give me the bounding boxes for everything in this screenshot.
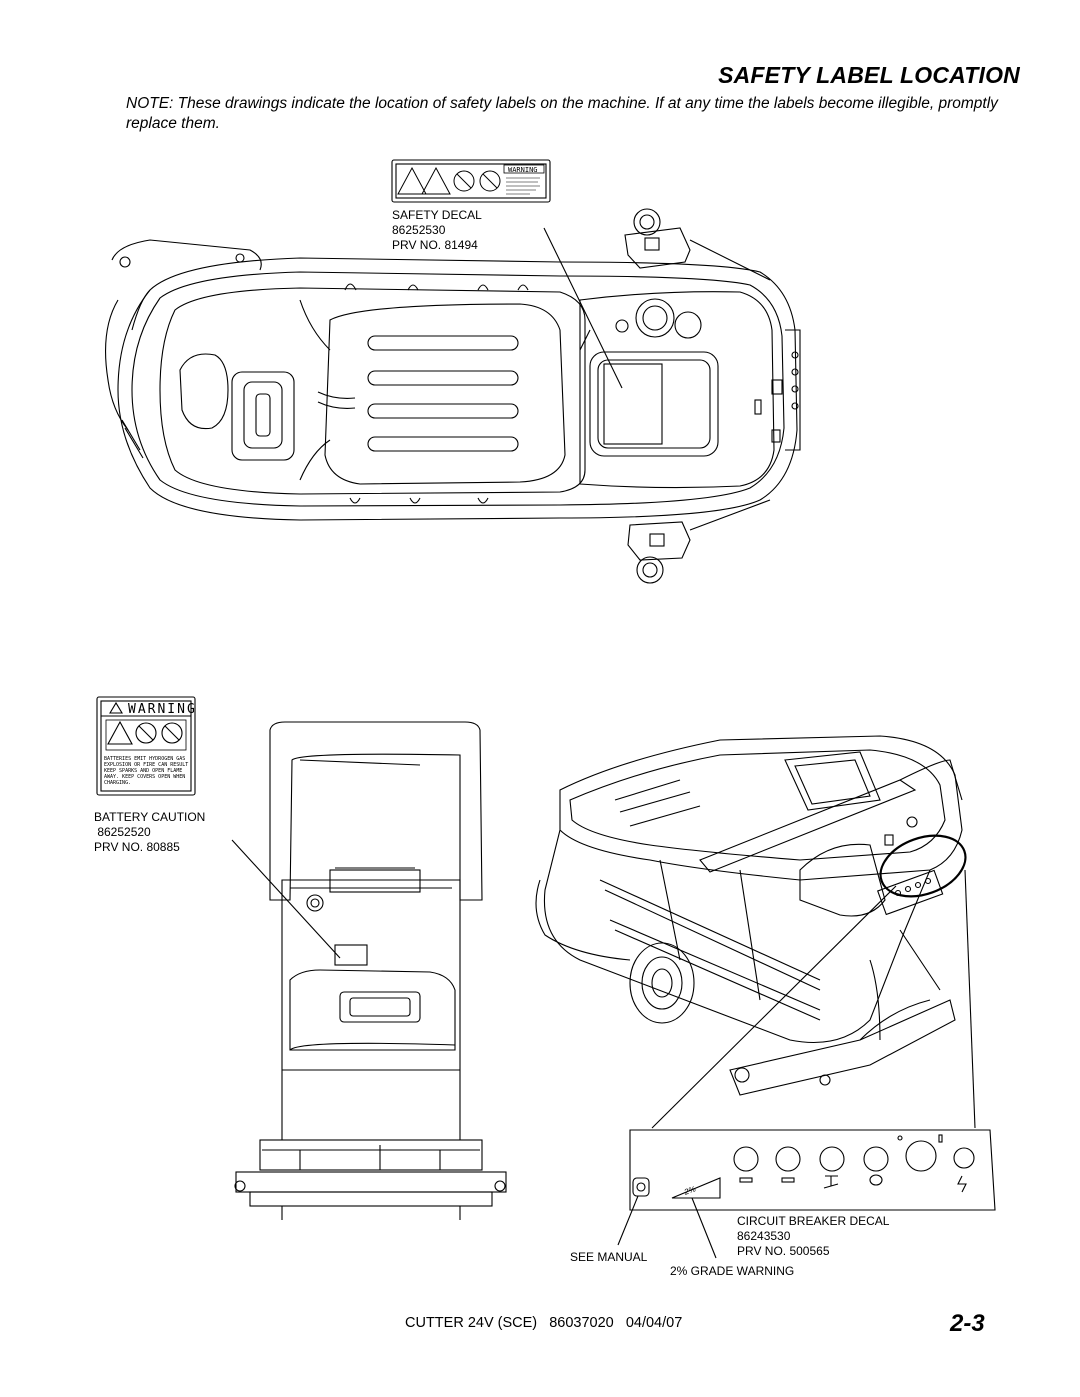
see-manual-label: SEE MANUAL: [570, 1250, 648, 1264]
battery-text-3: KEEP SPARKS AND OPEN FLAME: [104, 768, 182, 774]
battery-caution-leader: [231, 839, 341, 959]
grade-warning-label: 2% GRADE WARNING: [670, 1264, 795, 1278]
page-title: SAFETY LABEL LOCATION: [718, 62, 1020, 88]
top-view-machine: [104, 208, 801, 584]
circuit-leader-right: [964, 869, 976, 1129]
footer-text: CUTTER 24V (SCE) 86037020 04/04/07: [405, 1315, 683, 1331]
safety-decal-image: [391, 159, 551, 203]
front-view-machine: [234, 721, 507, 1220]
note-text: NOTE: These drawings indicate the locati…: [126, 95, 998, 132]
page-number: 2-3: [950, 1310, 985, 1337]
isometric-machine: [535, 735, 963, 1096]
battery-text-2: EXPLOSION OR FIRE CAN RESULT: [104, 762, 188, 768]
circuit-breaker-label: CIRCUIT BREAKER DECAL 86243530 PRV NO. 5…: [737, 1214, 890, 1258]
circuit-breaker-decal: [629, 1129, 996, 1211]
battery-caution-label: BATTERY CAUTION 86252520 PRV NO. 80885: [94, 810, 206, 854]
battery-text-5: CHARGING.: [104, 780, 131, 786]
circuit-leader-left: [651, 885, 897, 1129]
safety-decal-label: SAFETY DECAL 86252530 PRV NO. 81494: [392, 208, 482, 252]
see-manual-leader: [617, 1195, 639, 1246]
battery-caution-decal: [96, 696, 196, 796]
safety-decal-leader: [543, 227, 623, 389]
battery-text-1: BATTERIES EMIT HYDROGEN GAS: [104, 756, 185, 762]
warning-large-text: WARNING: [128, 702, 197, 717]
grade-decal-text: 2%: [682, 1184, 697, 1197]
grade-warning-leader: [691, 1197, 717, 1259]
battery-text-4: AWAY. KEEP COVERS OPEN WHEN: [104, 774, 185, 780]
warning-small-text: WARNING: [508, 166, 538, 174]
highlight-ellipse: [879, 834, 967, 898]
